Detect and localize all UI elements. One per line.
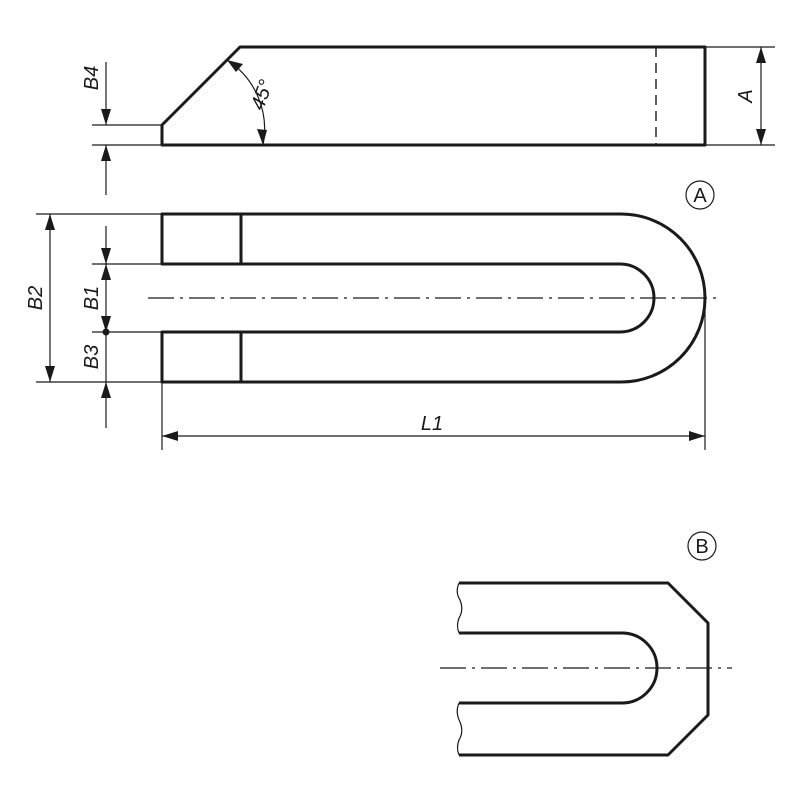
dim-b4-arrow-top — [101, 109, 111, 125]
dim-b3-label: B3 — [81, 345, 103, 369]
angle-arrow-start — [227, 60, 243, 72]
side-view: A B4 45° — [81, 45, 775, 195]
view-b-marker — [687, 531, 717, 561]
view-a-marker — [685, 180, 715, 210]
view-b-break-top — [456, 582, 463, 634]
dim-b2-arrow-top — [45, 214, 55, 230]
dim-b4-arrow-bottom — [101, 145, 111, 161]
dim-l1-label: L1 — [421, 413, 443, 435]
view-b: B — [440, 531, 732, 757]
dim-b3-arrow-bottom — [101, 382, 111, 398]
dim-a-label: A — [735, 89, 757, 103]
dim-b1-arrow-bottom — [101, 264, 111, 280]
u-outer-outline — [160, 212, 707, 384]
dim-b1-label: B1 — [81, 286, 103, 310]
view-b-break-bottom — [456, 702, 463, 756]
angle-arrow-end — [257, 129, 267, 145]
dim-b4-label: B4 — [81, 66, 103, 90]
dim-b2-label: B2 — [25, 286, 47, 310]
dim-a-arrow-top — [756, 47, 766, 63]
dim-a-arrow-bottom — [756, 129, 766, 145]
dim-l1-arrow-left — [162, 431, 178, 441]
dim-b1-arrow-top — [101, 248, 111, 264]
side-view-outline — [160, 45, 707, 147]
view-b-outline — [459, 581, 710, 757]
view-b-label: B — [695, 536, 708, 558]
dim-b2-arrow-bottom — [45, 366, 55, 382]
view-a-label: A — [693, 185, 707, 207]
dim-l1-arrow-right — [689, 431, 705, 441]
angle-label: 45° — [247, 77, 278, 113]
dim-b1-arrow-lower — [101, 316, 111, 332]
top-view-a: B2 B1 B3 L1 A — [25, 180, 718, 450]
